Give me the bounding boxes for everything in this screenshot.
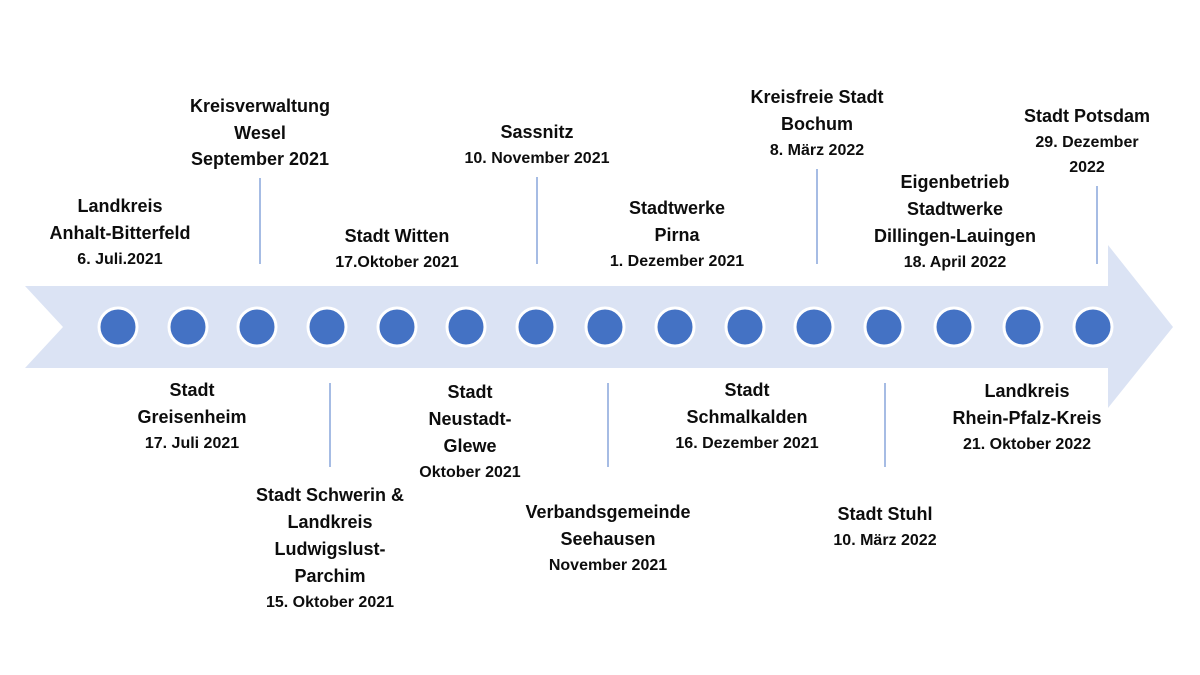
timeline-dot — [236, 306, 278, 348]
event-name-line: Stadt — [169, 380, 215, 400]
event-date-line: 6. Juli.2021 — [77, 251, 163, 268]
event-label: Stadt Potsdam 29. Dezember 2022 — [1024, 103, 1150, 180]
event-name-line: Stadt Witten — [344, 226, 450, 246]
timeline-dot — [515, 306, 557, 348]
event-name-line: Wesel — [234, 123, 286, 143]
event-name-line: Parchim — [294, 566, 366, 586]
event-date-line: Oktober 2021 — [419, 464, 521, 481]
event-name-line: Seehausen — [560, 529, 656, 549]
timeline-dot — [445, 306, 487, 348]
timeline-dot — [306, 306, 348, 348]
timeline-dot — [863, 306, 905, 348]
event-name-line: Stadt Stuhl — [837, 504, 933, 524]
event-name-line: Glewe — [443, 436, 497, 456]
timeline-dot — [376, 306, 418, 348]
event-name-line: Stadt Potsdam — [1023, 106, 1151, 126]
event-date-line: November 2021 — [548, 557, 668, 574]
event-name-line: Stadt — [724, 380, 770, 400]
event-date-line: 21. Oktober 2022 — [962, 436, 1092, 453]
connector-line — [329, 383, 331, 467]
event-date-line: 8. März 2022 — [769, 142, 865, 159]
event-name-line: Neustadt- — [428, 409, 512, 429]
event-name-line: Verbandsgemeinde — [525, 502, 691, 522]
timeline-dot — [584, 306, 626, 348]
event-date-line: 16. Dezember 2021 — [675, 435, 819, 452]
event-name-line: Greisenheim — [137, 407, 247, 427]
event-name-line: Stadt Schwerin & — [255, 485, 405, 505]
timeline-dot — [933, 306, 975, 348]
event-name-line: Landkreis — [287, 512, 373, 532]
timeline-dot — [654, 306, 696, 348]
connector-line — [816, 169, 818, 264]
event-name-line: Rhein-Pfalz-Kreis — [952, 408, 1102, 428]
event-label: Stadt Stuhl 10. März 2022 — [833, 501, 936, 553]
timeline-dot — [97, 306, 139, 348]
connector-line — [1096, 186, 1098, 264]
event-name-line: Landkreis — [77, 196, 163, 216]
event-name-line: Sassnitz — [500, 122, 574, 142]
event-date-line: 2022 — [1069, 159, 1105, 176]
timeline-dot — [167, 306, 209, 348]
event-name-line: Kreisverwaltung — [189, 96, 331, 116]
timeline-dot — [724, 306, 766, 348]
event-date-line: 1. Dezember 2021 — [609, 253, 745, 270]
connector-line — [259, 178, 261, 264]
timeline-dot — [1072, 306, 1114, 348]
connector-line — [607, 383, 609, 467]
event-name-line: Schmalkalden — [686, 407, 808, 427]
event-label: Stadt Witten 17.Oktober 2021 — [335, 223, 459, 275]
event-name-line: Pirna — [654, 225, 700, 245]
event-date-line: 18. April 2022 — [903, 254, 1007, 271]
connector-line — [884, 383, 886, 467]
event-name-line: Kreisfreie Stadt — [750, 87, 884, 107]
timeline-dot — [793, 306, 835, 348]
event-name-line: Stadt — [447, 382, 493, 402]
event-date-line: 10. November 2021 — [464, 150, 610, 167]
event-date-line: 15. Oktober 2021 — [265, 594, 395, 611]
event-name-line: Bochum — [781, 114, 853, 134]
event-name-line: Ludwigslust- — [274, 539, 386, 559]
event-date-line: 17.Oktober 2021 — [335, 254, 459, 271]
event-name-line: Landkreis — [984, 381, 1070, 401]
event-name-line: Anhalt-Bitterfeld — [49, 223, 191, 243]
event-label: Sassnitz 10. November 2021 — [465, 119, 610, 171]
event-name-line: Stadtwerke — [628, 198, 726, 218]
event-name-line: Eigenbetrieb — [900, 172, 1010, 192]
connector-line — [536, 177, 538, 264]
event-date-line: 29. Dezember — [1035, 134, 1139, 151]
event-name-line: Dillingen-Lauingen — [874, 226, 1036, 246]
event-date-line: 17. Juli 2021 — [144, 435, 240, 452]
event-date-line: September 2021 — [190, 149, 330, 169]
timeline-dot — [1002, 306, 1044, 348]
event-name-line: Stadtwerke — [906, 199, 1004, 219]
event-date-line: 10. März 2022 — [833, 532, 937, 549]
